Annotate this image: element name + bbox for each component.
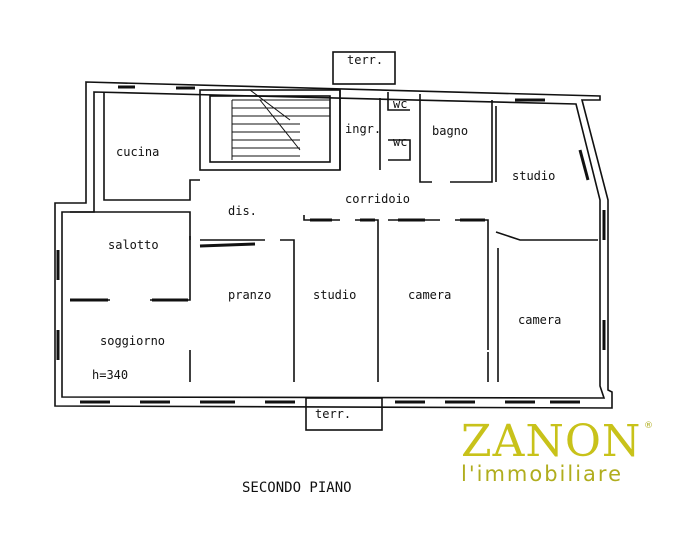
room-label-corridoio: corridoio [345,192,410,206]
brand-logo-subtitle: l'immobiliare [461,462,623,486]
room-label-cucina: cucina [116,145,159,159]
room-label-camera-center: camera [408,288,451,302]
room-label-dis: dis. [228,204,257,218]
floor-caption: SECONDO PIANO [242,480,352,496]
terrace-top [332,51,396,85]
room-label-pranzo: pranzo [228,288,271,302]
window-marks [56,85,606,404]
stairwell [199,89,341,171]
room-label-terr-top: terr. [347,53,383,67]
room-label-terr-bottom: terr. [315,407,351,421]
room-label-camera-right: camera [518,313,561,327]
room-label-salotto: salotto [108,238,159,252]
corridor-wall [70,211,499,352]
room-bottom-walls [189,350,499,382]
outer-wall [54,81,613,409]
studio-right-wall [495,106,598,241]
room-label-studio-right: studio [512,169,555,183]
wc-wall [387,92,411,161]
kitchen-wall [103,92,200,201]
ingr-wall [339,90,381,170]
room-label-ingr: ingr. [345,122,381,136]
room-label-bagno: bagno [432,124,468,138]
stair-treads [231,89,330,160]
room-label-studio-center: studio [313,288,356,302]
ceiling-height-label: h=340 [92,368,128,382]
brand-logo-name: ZANON [461,416,641,467]
terrace-bottom [305,397,383,431]
room-label-wc-upper: wc [393,97,407,111]
room-label-soggiorno: soggiorno [100,334,165,348]
brand-registered-mark: ® [644,421,653,431]
bagno-wall [419,94,493,183]
room-label-wc-lower: wc [393,135,407,149]
stairwell-inner [209,95,331,163]
